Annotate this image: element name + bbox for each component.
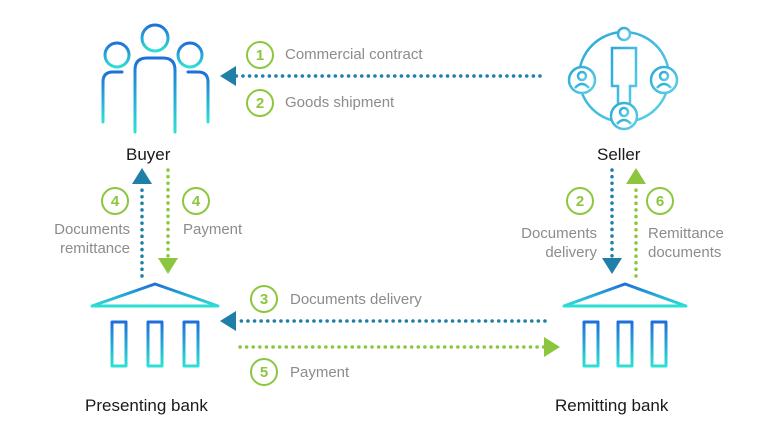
step-badge-documents-delivery-banks: 3 [250,285,278,313]
step-label-remittance-documents-line1: Remittance [648,225,724,242]
step-label-remittance-documents-line2: documents [648,244,722,261]
step-badge-payment-banks: 5 [250,358,278,386]
step-badge-commercial-contract: 1 [246,41,274,69]
step-badge-goods-shipment: 2 [246,89,274,117]
arrow-seller-to-remitting-bank [602,168,622,274]
step-badge-remittance-documents: 6 [646,187,674,215]
buyer-label: Buyer [126,145,171,164]
step-badge-documents-remittance: 4 [101,187,129,215]
step-badge-documents-delivery-seller: 2 [566,187,594,215]
presenting-bank-icon [90,282,220,384]
step-label-documents-delivery-seller-line1: Documents [521,225,597,242]
seller-icon [567,26,679,131]
arrow-remitting-to-presenting-bank [220,311,547,331]
remitting-bank-icon [562,282,688,384]
step-label-goods-shipment: Goods shipment [285,94,395,111]
step-label-documents-remittance-line1: Documents [54,221,130,238]
step-label-documents-delivery-banks: Documents delivery [290,291,422,308]
step-badge-payment-to-bank: 4 [182,187,210,215]
step-label-documents-delivery-seller-line2: delivery [545,244,597,261]
step-label-payment-banks: Payment [290,364,350,381]
step-label-documents-delivery-seller: Documents delivery [521,224,597,262]
arrow-seller-to-buyer [220,66,542,86]
arrow-buyer-to-presenting-bank [158,168,178,274]
arrow-presenting-bank-to-buyer [132,168,152,278]
buyer-icon [101,23,210,134]
step-label-documents-remittance: Documents remittance [54,220,130,258]
remitting-bank-label: Remitting bank [555,396,669,415]
presenting-bank-label: Presenting bank [85,396,208,415]
arrow-remitting-bank-to-seller [626,168,646,278]
step-label-remittance-documents: Remittance documents [648,224,724,262]
step-label-commercial-contract: Commercial contract [285,46,423,63]
seller-label: Seller [597,145,641,164]
step-label-payment-to-bank: Payment [183,221,243,238]
step-label-documents-remittance-line2: remittance [59,240,130,257]
arrow-presenting-to-remitting-bank [238,337,560,357]
